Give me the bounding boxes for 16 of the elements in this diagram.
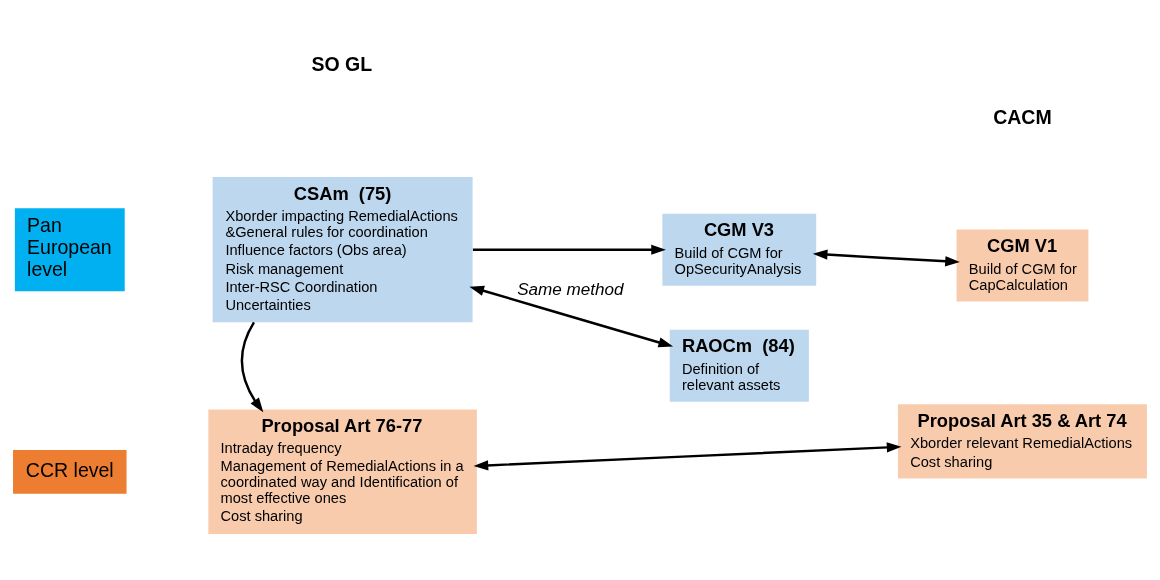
node-box: Proposal Art 76-77 Intraday frequency Management of RemedialActions in a coordinated way and Identification of most effective ones Cost sharing: [208, 409, 477, 535]
arrow: [473, 442, 902, 471]
node-box: Pan European level: [14, 208, 125, 292]
label: SO GL: [311, 53, 373, 76]
node-box: CGM V1 Build of CGM for CapCalculation: [956, 229, 1089, 302]
arrow: [472, 244, 666, 255]
node-box: RAOCm (84) Definition of relevant assets: [669, 329, 809, 402]
label: CACM: [993, 105, 1052, 128]
node-box: Proposal Art 35 & Art 74 Xborder relevant RemedialActions Cost sharing: [897, 404, 1147, 479]
arrow: [812, 249, 960, 267]
node-box: CGM V3 Build of CGM for OpSecurityAnalysis: [662, 213, 817, 286]
node-box: CCR level: [13, 449, 127, 494]
node-box: CSAm (75) Xborder impacting RemedialActions &General rules for coordination Influence factors (Obs area) Risk management Inter-RSC Coordination Uncertainties: [212, 177, 473, 323]
arrow: [240, 321, 264, 413]
edge-label: Same method: [517, 280, 624, 300]
arrow: [469, 285, 674, 348]
